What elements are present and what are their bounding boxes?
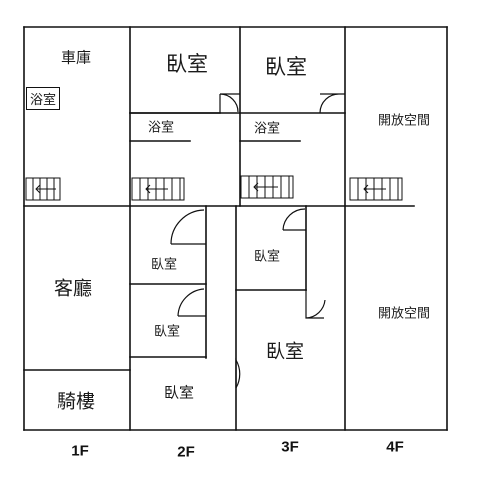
- door-swing-icon: [170, 209, 206, 245]
- floor-label-3f: 3F: [281, 438, 299, 456]
- door-swing-icon: [235, 357, 241, 389]
- door-swing-icon: [177, 288, 206, 317]
- room-bedroom: 臥室: [265, 340, 305, 363]
- door-swing-icon: [219, 93, 240, 113]
- floor-label-1f: 1F: [71, 442, 89, 460]
- stair-icon: [131, 177, 185, 201]
- stair-icon: [25, 177, 61, 201]
- room-bedroom: 臥室: [163, 383, 195, 402]
- stair-icon: [240, 175, 294, 199]
- room-bathroom: 浴室: [147, 120, 175, 136]
- room-bedroom: 臥室: [153, 324, 181, 340]
- floor-label-4f: 4F: [386, 438, 404, 456]
- floor-label-2f: 2F: [177, 443, 195, 461]
- room-bedroom: 臥室: [150, 257, 178, 273]
- room-arcade: 騎樓: [56, 390, 96, 413]
- stair-icon: [349, 177, 403, 201]
- door-swing-icon: [282, 208, 306, 231]
- room-bathroom: 浴室: [26, 87, 61, 110]
- door-swing-icon: [319, 93, 345, 114]
- room-open-space: 開放空間: [377, 113, 431, 129]
- room-bedroom: 臥室: [265, 55, 307, 79]
- room-open-space: 開放空間: [377, 306, 431, 322]
- room-living-room: 客廳: [53, 277, 93, 300]
- door-swing-icon: [305, 290, 326, 319]
- room-bedroom: 臥室: [166, 52, 208, 76]
- room-garage: 車庫: [60, 48, 92, 67]
- room-bathroom: 浴室: [253, 121, 281, 137]
- room-bedroom: 臥室: [253, 249, 281, 265]
